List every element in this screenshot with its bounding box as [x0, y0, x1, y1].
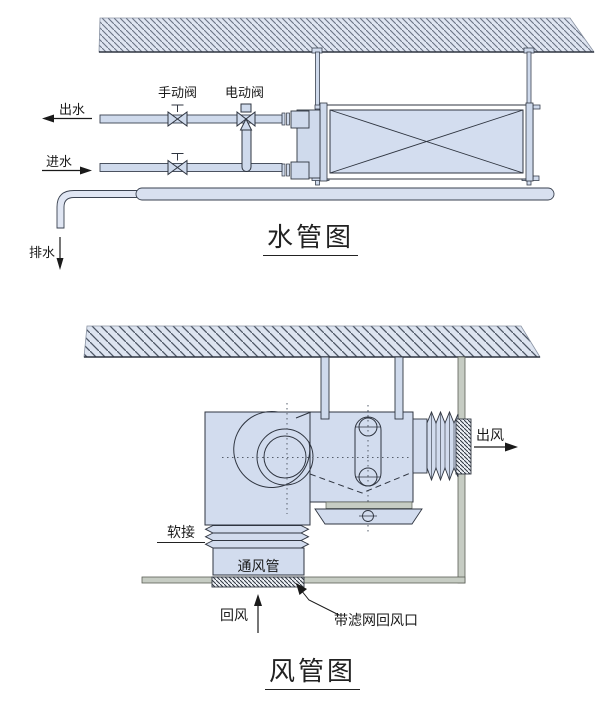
air-ceiling-slab	[83, 325, 541, 358]
air-diagram-group	[83, 325, 541, 633]
flexible-joint-label: 软接	[157, 524, 205, 544]
motor-section	[309, 405, 414, 534]
drain-pipe	[56, 187, 555, 229]
drain-arrow	[56, 237, 64, 270]
return-air-arrow	[254, 594, 262, 633]
electric-valve-label: 电动阀	[225, 85, 265, 100]
electric-valve	[236, 103, 256, 172]
water-in-label: 进水	[46, 154, 73, 169]
vent-duct-label: 通风管	[237, 558, 280, 574]
water-out-label: 出水	[59, 102, 86, 117]
air-diagram-title: 风管图	[265, 657, 361, 691]
water-out-pipe	[99, 114, 283, 124]
filtered-return-inlet-label: 带滤网回风口	[334, 612, 418, 628]
filtered-inlet-leader	[296, 583, 340, 616]
manual-valve-inlet	[167, 153, 188, 176]
outlet-flex-duct	[412, 410, 472, 482]
water-in-pipe	[99, 163, 283, 172]
water-out-arrow	[42, 114, 92, 123]
water-diagram-title: 水管图	[263, 223, 359, 257]
air-out-label: 出风	[476, 427, 504, 443]
air-unit-body	[204, 411, 414, 526]
water-ceiling-slab	[98, 17, 595, 53]
drain-label: 排水	[29, 245, 56, 260]
air-out-arrow	[474, 442, 518, 452]
manual-valve-label: 手动阀	[158, 85, 198, 100]
water-diagram-group	[42, 17, 595, 270]
soft-joint-bellows	[204, 525, 310, 549]
water-in-arrow	[42, 166, 92, 175]
drain-pan	[314, 501, 423, 525]
air-hanger-rods	[320, 356, 404, 420]
fan-scroll	[222, 403, 412, 514]
return-air-label: 回风	[220, 607, 248, 623]
vent-duct	[211, 547, 305, 588]
manual-valve-outlet	[167, 104, 188, 127]
fan-coil-unit	[281, 102, 534, 182]
